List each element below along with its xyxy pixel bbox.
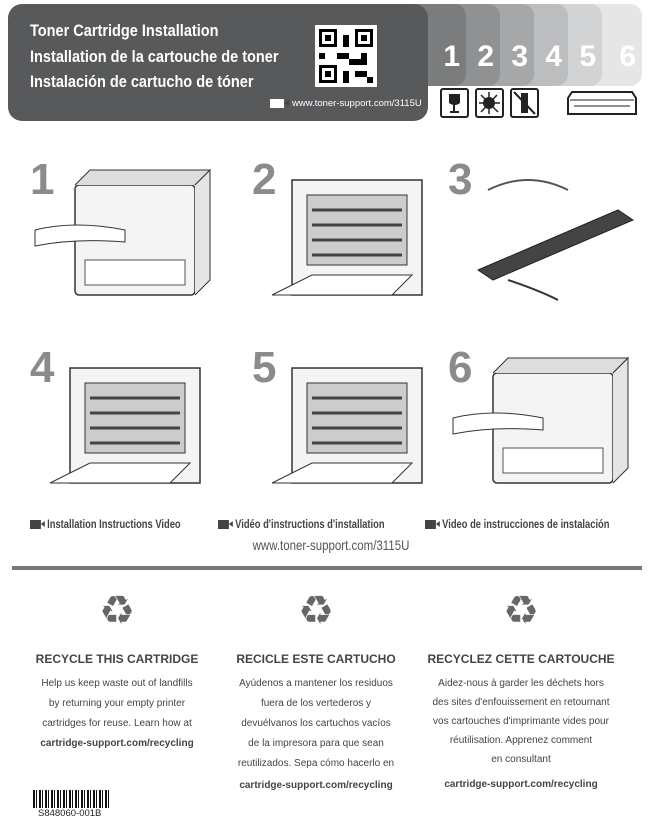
video-link-fr[interactable]: Vidéo d'instructions d'installation	[218, 517, 385, 531]
recycle-heading-es: RECICLE ESTE CARTUCHO	[236, 652, 396, 666]
text-line: by returning your empty printer	[48, 698, 186, 709]
video-label-es: Video de instrucciones de instalación	[442, 517, 610, 531]
recycle-text-en: Help us keep waste out of landfills by re…	[12, 674, 222, 754]
fragile-icon	[440, 88, 469, 118]
title-en: Toner Cartridge Installation	[30, 22, 219, 40]
text-line: de la impresora para que sean	[248, 738, 384, 749]
recycle-heading-en: RECYCLE THIS CARTRIDGE	[35, 652, 199, 666]
text-line: en consultant	[491, 754, 551, 765]
recycle-text-es: Ayúdenos a mantener los residuos fuera de…	[211, 674, 421, 796]
step-1-illustration	[30, 150, 220, 335]
recycle-link[interactable]: cartridge-support.com/recycling	[239, 780, 393, 791]
recycle-icon: ♻	[298, 589, 334, 633]
text-line: cartridges for reuse. Learn how at	[42, 718, 192, 729]
video-link-es[interactable]: Video de instrucciones de instalación	[425, 517, 609, 531]
title-es: Instalación de cartucho de tóner	[30, 73, 254, 91]
recycle-icon: ♻	[503, 589, 539, 633]
recycle-icon: ♻	[99, 589, 135, 633]
text-line: réutilisation. Apprenez comment	[449, 735, 593, 746]
part-number: S848060-001B	[38, 808, 102, 819]
video-camera-icon	[270, 98, 289, 108]
text-line: des sites d'enfouissement en retournant	[432, 697, 610, 708]
section-divider	[12, 566, 642, 570]
step-4-illustration	[30, 338, 220, 523]
text-line: devuélvanos los cartuchos vacíos	[241, 718, 391, 729]
recycle-link[interactable]: cartridge-support.com/recycling	[40, 738, 194, 749]
text-line: reutilizados. Sepa cómo hacerlo en	[237, 758, 395, 769]
no-light-exposure-icon	[475, 88, 504, 118]
qr-code[interactable]	[315, 25, 377, 87]
header-url: www.toner-support.com/3115U	[292, 98, 422, 109]
video-camera-icon	[425, 520, 440, 530]
step-number-1: 1	[30, 155, 55, 204]
step-number-3: 3	[448, 155, 473, 204]
step-number-6: 6	[448, 343, 473, 392]
step-5-illustration	[252, 338, 442, 523]
step-3-illustration	[448, 150, 638, 335]
recycle-link[interactable]: cartridge-support.com/recycling	[444, 779, 598, 790]
recycle-heading-fr: RECYCLEZ CETTE CARTOUCHE	[427, 652, 615, 666]
video-link-en[interactable]: Installation Instructions Video	[30, 517, 181, 531]
step-number-4: 4	[30, 343, 55, 392]
step-number-5: 5	[252, 343, 277, 392]
video-url[interactable]: www.toner-support.com/3115U	[252, 537, 410, 553]
header-video-link[interactable]: www.toner-support.com/3115U	[270, 98, 422, 109]
text-line: Ayúdenos a mantener los residuos	[239, 678, 393, 689]
step-2-illustration	[252, 150, 442, 335]
text-line: fuera de los vertederos y	[260, 698, 372, 709]
video-camera-icon	[30, 520, 45, 530]
text-line: Aidez-nous à garder les déchets hors	[438, 678, 604, 689]
text-line: vos cartouches d'imprimante vides pour	[433, 716, 609, 727]
video-label-en: Installation Instructions Video	[47, 517, 181, 531]
barcode	[33, 790, 111, 808]
text-line: Help us keep waste out of landfills	[41, 678, 193, 689]
recycle-text-fr: Aidez-nous à garder les déchets hors des …	[416, 674, 626, 794]
do-not-stand-upright-icon	[510, 88, 539, 118]
step-6-illustration	[448, 338, 638, 523]
video-camera-icon	[218, 520, 233, 530]
step-number-2: 2	[252, 155, 277, 204]
video-label-fr: Vidéo d'instructions d'installation	[235, 517, 385, 531]
toner-cartridge-icon	[566, 88, 638, 118]
title-fr: Installation de la cartouche de toner	[30, 48, 279, 66]
